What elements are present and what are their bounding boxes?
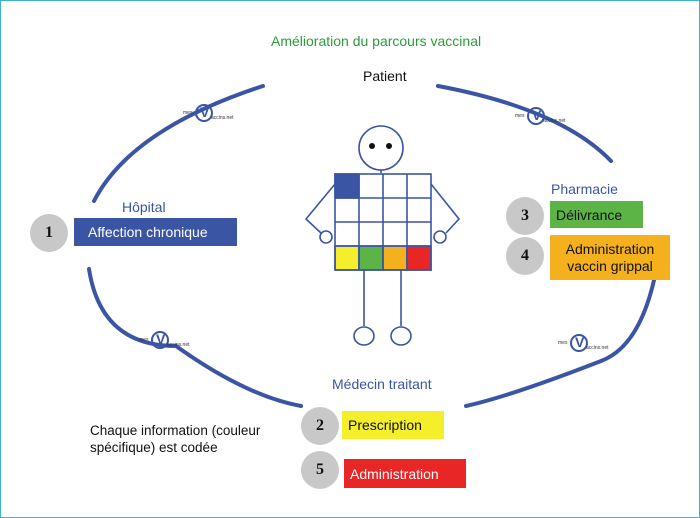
step-label-4-line2: vaccin grippal: [567, 257, 653, 274]
patient-cell-orange: [382, 245, 408, 271]
step-number-1: 1: [30, 214, 68, 252]
patient-arm-right: [430, 183, 461, 234]
patient-cell-red: [406, 245, 432, 271]
step-number-4: 4: [506, 237, 544, 275]
step-card-affection-chronique: Affection chronique: [74, 218, 237, 246]
step-number-2: 2: [301, 407, 339, 445]
patient-eye-left: [369, 143, 375, 149]
step-label-1: Affection chronique: [88, 224, 208, 240]
step-number-5: 5: [301, 451, 339, 489]
step-card-administration-vaccin: Administration vaccin grippal: [550, 235, 670, 280]
mesvaccins-logo-icon: mes accins.net: [515, 107, 585, 131]
patient-cell-blue: [334, 173, 360, 199]
arc-right: [464, 269, 658, 408]
step-number-3: 3: [506, 197, 544, 235]
patient-figure: [304, 125, 461, 346]
step-label-2: Prescription: [348, 417, 422, 433]
mesvaccins-logo-icon: mes accins.net: [558, 334, 628, 358]
step-label-5: Administration: [350, 465, 439, 482]
step-card-prescription: Prescription: [342, 411, 444, 439]
patient-cell-green: [358, 245, 384, 271]
patient-eye-right: [386, 143, 392, 149]
patient-grid: [334, 173, 432, 271]
patient-foot-left: [353, 326, 375, 346]
arc-top-left: [92, 84, 265, 203]
step-card-administration: Administration: [344, 459, 466, 488]
arc-left: [87, 267, 303, 408]
step-label-3: Délivrance: [556, 206, 623, 223]
patient-foot-right: [390, 326, 412, 346]
patient-cell-yellow: [334, 245, 360, 271]
section-medecin: Médecin traitant: [332, 376, 432, 392]
mesvaccins-logo-icon: mes accins.net: [183, 104, 253, 128]
step-label-4-line1: Administration: [565, 240, 655, 257]
patient-head: [358, 125, 404, 171]
patient-arm-left: [304, 183, 336, 234]
legend-note: Chaque information (couleur spécifique) …: [90, 423, 261, 455]
patient-hand-left: [319, 230, 333, 244]
mesvaccins-logo-icon: mes accins.net: [139, 331, 209, 355]
patient-label: Patient: [363, 68, 407, 84]
diagram-title: Amélioration du parcours vaccinal: [271, 33, 482, 49]
section-hopital: Hôpital: [122, 199, 166, 215]
section-pharmacie: Pharmacie: [551, 181, 618, 197]
step-card-delivrance: Délivrance: [550, 201, 643, 228]
patient-hand-right: [433, 230, 447, 244]
